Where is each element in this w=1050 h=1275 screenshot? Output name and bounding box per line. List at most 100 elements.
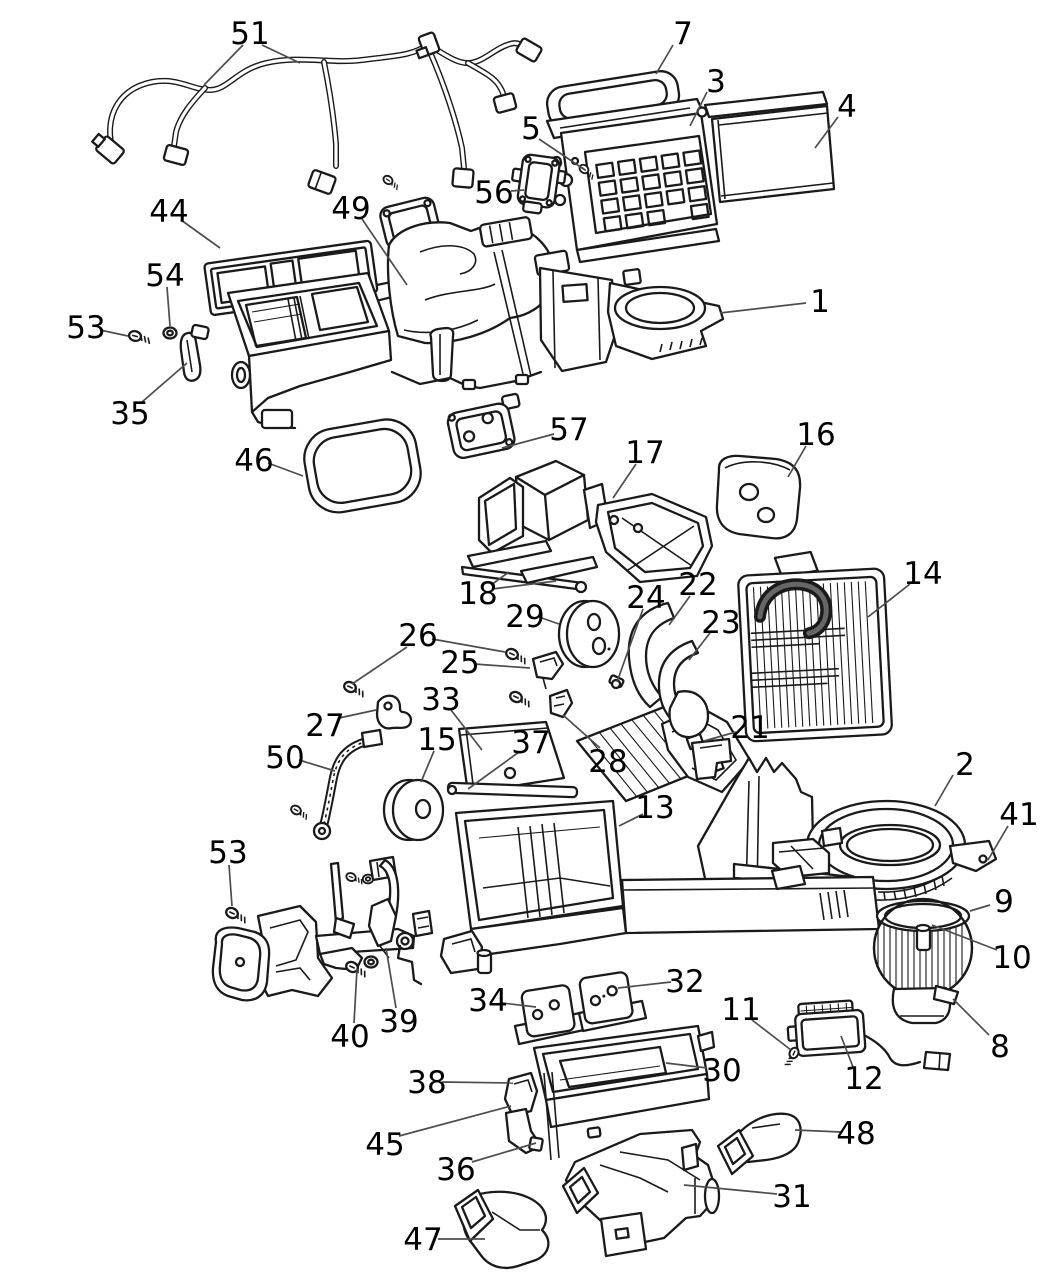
part-13-lower-housing (439, 737, 881, 975)
callout-30: 30 (702, 1053, 741, 1089)
part-27-lever (375, 694, 413, 730)
leader-line-44 (180, 219, 221, 249)
part-39-40-actuator-cluster (211, 855, 434, 1002)
leader-line-4 (814, 116, 839, 149)
callout-12: 12 (844, 1061, 883, 1097)
callout-2: 2 (955, 747, 975, 783)
leader-line-51 (203, 44, 244, 86)
callout-4: 4 (837, 89, 857, 125)
part-26-screw-c (507, 688, 534, 710)
callout-27: 27 (305, 708, 344, 744)
callout-46: 46 (234, 443, 273, 479)
part-10-blower-motor (891, 984, 960, 1025)
part-4-door-panel (696, 90, 836, 204)
leader-line-53 (228, 864, 233, 907)
callout-11: 11 (721, 992, 760, 1028)
part-23-bracket (657, 639, 710, 739)
leader-line-11 (751, 1019, 792, 1051)
callout-23: 23 (701, 605, 740, 641)
callout-37: 37 (511, 725, 550, 761)
leader-line-10 (931, 924, 998, 951)
leader-line-26 (431, 638, 506, 653)
leader-line-8 (952, 998, 990, 1036)
callout-9: 9 (994, 884, 1014, 920)
part-56-actuator (511, 153, 567, 215)
part-34-plate (513, 984, 586, 1046)
callout-16: 16 (796, 417, 835, 453)
part-57-actuator (446, 392, 521, 460)
leader-line-17 (612, 463, 637, 499)
part-26-screw-b (503, 645, 530, 667)
part-25-clip (531, 650, 565, 690)
diagram-artwork (91, 31, 998, 1270)
part-22-bracket (627, 601, 676, 709)
leader-line-56 (510, 189, 525, 192)
part-12-resistor (786, 999, 952, 1072)
leader-line-35 (141, 362, 188, 403)
callout-29: 29 (505, 599, 544, 635)
part-14-evaporator (737, 550, 893, 743)
leader-line-3 (689, 91, 708, 127)
leader-line-38 (441, 1081, 514, 1084)
part-17-duct-assembly (477, 459, 714, 584)
leader-line-30 (665, 1062, 708, 1069)
callout-28: 28 (588, 744, 627, 780)
callout-35: 35 (110, 396, 149, 432)
leader-line-14 (867, 583, 911, 618)
part-37-rod (446, 781, 579, 799)
leader-line-24 (616, 608, 644, 683)
part-15-disc (382, 778, 445, 842)
callout-49: 49 (331, 191, 370, 227)
callout-5: 5 (521, 111, 541, 147)
leader-line-27 (338, 709, 377, 719)
callout-45: 45 (365, 1127, 404, 1163)
callout-3: 3 (706, 64, 726, 100)
callout-1: 1 (810, 284, 830, 320)
leader-line-15 (420, 750, 435, 783)
leader-line-25 (473, 663, 531, 669)
leader-line-18 (490, 571, 510, 586)
callout-54: 54 (145, 258, 184, 294)
part-11-screw (782, 1045, 802, 1069)
part-54-washer (162, 326, 178, 340)
callout-21: 21 (730, 710, 769, 746)
part-50-strap (288, 728, 384, 841)
callout-13: 13 (635, 790, 674, 826)
leader-line-46 (267, 462, 304, 477)
harness-connector (91, 31, 543, 195)
leader-line-49 (361, 218, 408, 286)
leader-line-37 (467, 751, 520, 790)
part-28-clip (548, 688, 574, 719)
callout-7: 7 (673, 16, 693, 52)
callout-14: 14 (903, 556, 942, 592)
leader-line-5 (538, 138, 586, 171)
leader-line-22 (668, 595, 691, 626)
part-31-center-duct (561, 1128, 721, 1258)
leader-line-45 (398, 1105, 512, 1137)
leader-line-36 (471, 1142, 537, 1163)
leader-line-28 (562, 714, 601, 749)
leader-line-32 (617, 981, 672, 989)
callout-32: 32 (665, 964, 704, 1000)
leader-line-33 (450, 709, 483, 751)
part-53-screw-top (126, 328, 153, 346)
leader-line-7 (655, 44, 674, 75)
part-47-floor-duct (453, 1188, 550, 1270)
callout-50: 50 (265, 740, 304, 776)
leader-line-26 (351, 646, 408, 685)
callout-24: 24 (626, 580, 665, 616)
part-3-inlet-grid (543, 97, 721, 264)
leader-line-54 (166, 286, 171, 327)
callout-53: 53 (208, 835, 247, 871)
callout-44: 44 (149, 194, 188, 230)
leader-line-13 (618, 813, 644, 827)
callout-51: 51 (230, 16, 269, 52)
leader-line-29 (538, 616, 560, 625)
part-51-wiring-harness (91, 31, 543, 195)
leader-line-48 (794, 1129, 842, 1133)
leader-line-16 (787, 445, 807, 478)
leader-line-9 (969, 904, 991, 912)
